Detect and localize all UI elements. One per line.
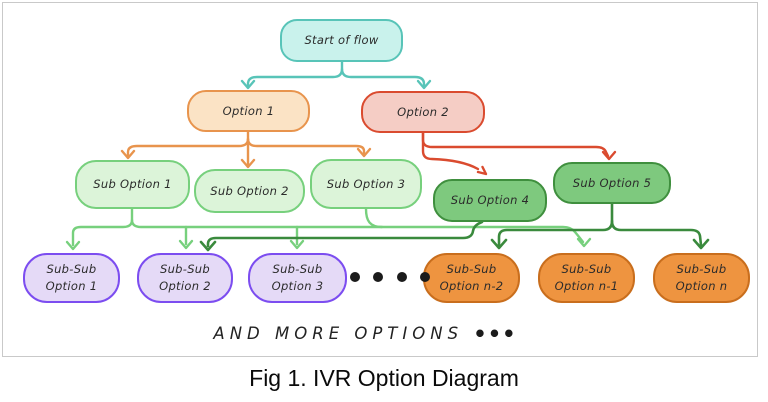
- node-label-line: Option 3: [271, 279, 324, 293]
- node-label-line: Option 1: [45, 279, 98, 293]
- node-sub-option-2: Sub Option 2: [194, 169, 305, 213]
- node-label-line: Sub-Sub: [159, 262, 210, 277]
- dot-icon: [396, 272, 407, 282]
- dot-icon: [350, 272, 360, 282]
- node-sub-option-5: Sub Option 5: [553, 162, 671, 204]
- node-label-line: Option n: [675, 279, 728, 293]
- node-label-line: Sub-Sub: [446, 262, 497, 277]
- node-option-2: Option 2: [361, 91, 485, 133]
- node-sub-option-1: Sub Option 1: [75, 160, 190, 209]
- node-start-of-flow: Start of flow: [280, 19, 403, 62]
- node-sub-option-4: Sub Option 4: [433, 179, 547, 222]
- ellipsis-dots: [350, 262, 430, 292]
- node-label-line: Option 2: [159, 279, 211, 293]
- node-label-line: Sub-Sub: [272, 262, 323, 277]
- node-option-1: Option 1: [187, 90, 310, 132]
- node-label-line: Sub-Sub: [561, 262, 612, 277]
- node-label-line: Option n-1: [554, 279, 619, 293]
- figure-caption: Fig 1. IVR Option Diagram: [249, 365, 519, 391]
- dot-icon: [419, 272, 430, 282]
- node-label-line: Sub-Sub: [676, 262, 727, 277]
- more-options-note: AND MORE OPTIONS •••: [0, 322, 730, 346]
- more-options-dots-icon: •••: [473, 322, 517, 346]
- more-options-text: AND MORE OPTIONS: [213, 324, 464, 343]
- node-label-line: Sub-Sub: [46, 262, 97, 277]
- node-sub-option-3: Sub Option 3: [310, 159, 422, 209]
- dot-icon: [373, 272, 384, 282]
- node-label-line: Option n-2: [439, 279, 504, 293]
